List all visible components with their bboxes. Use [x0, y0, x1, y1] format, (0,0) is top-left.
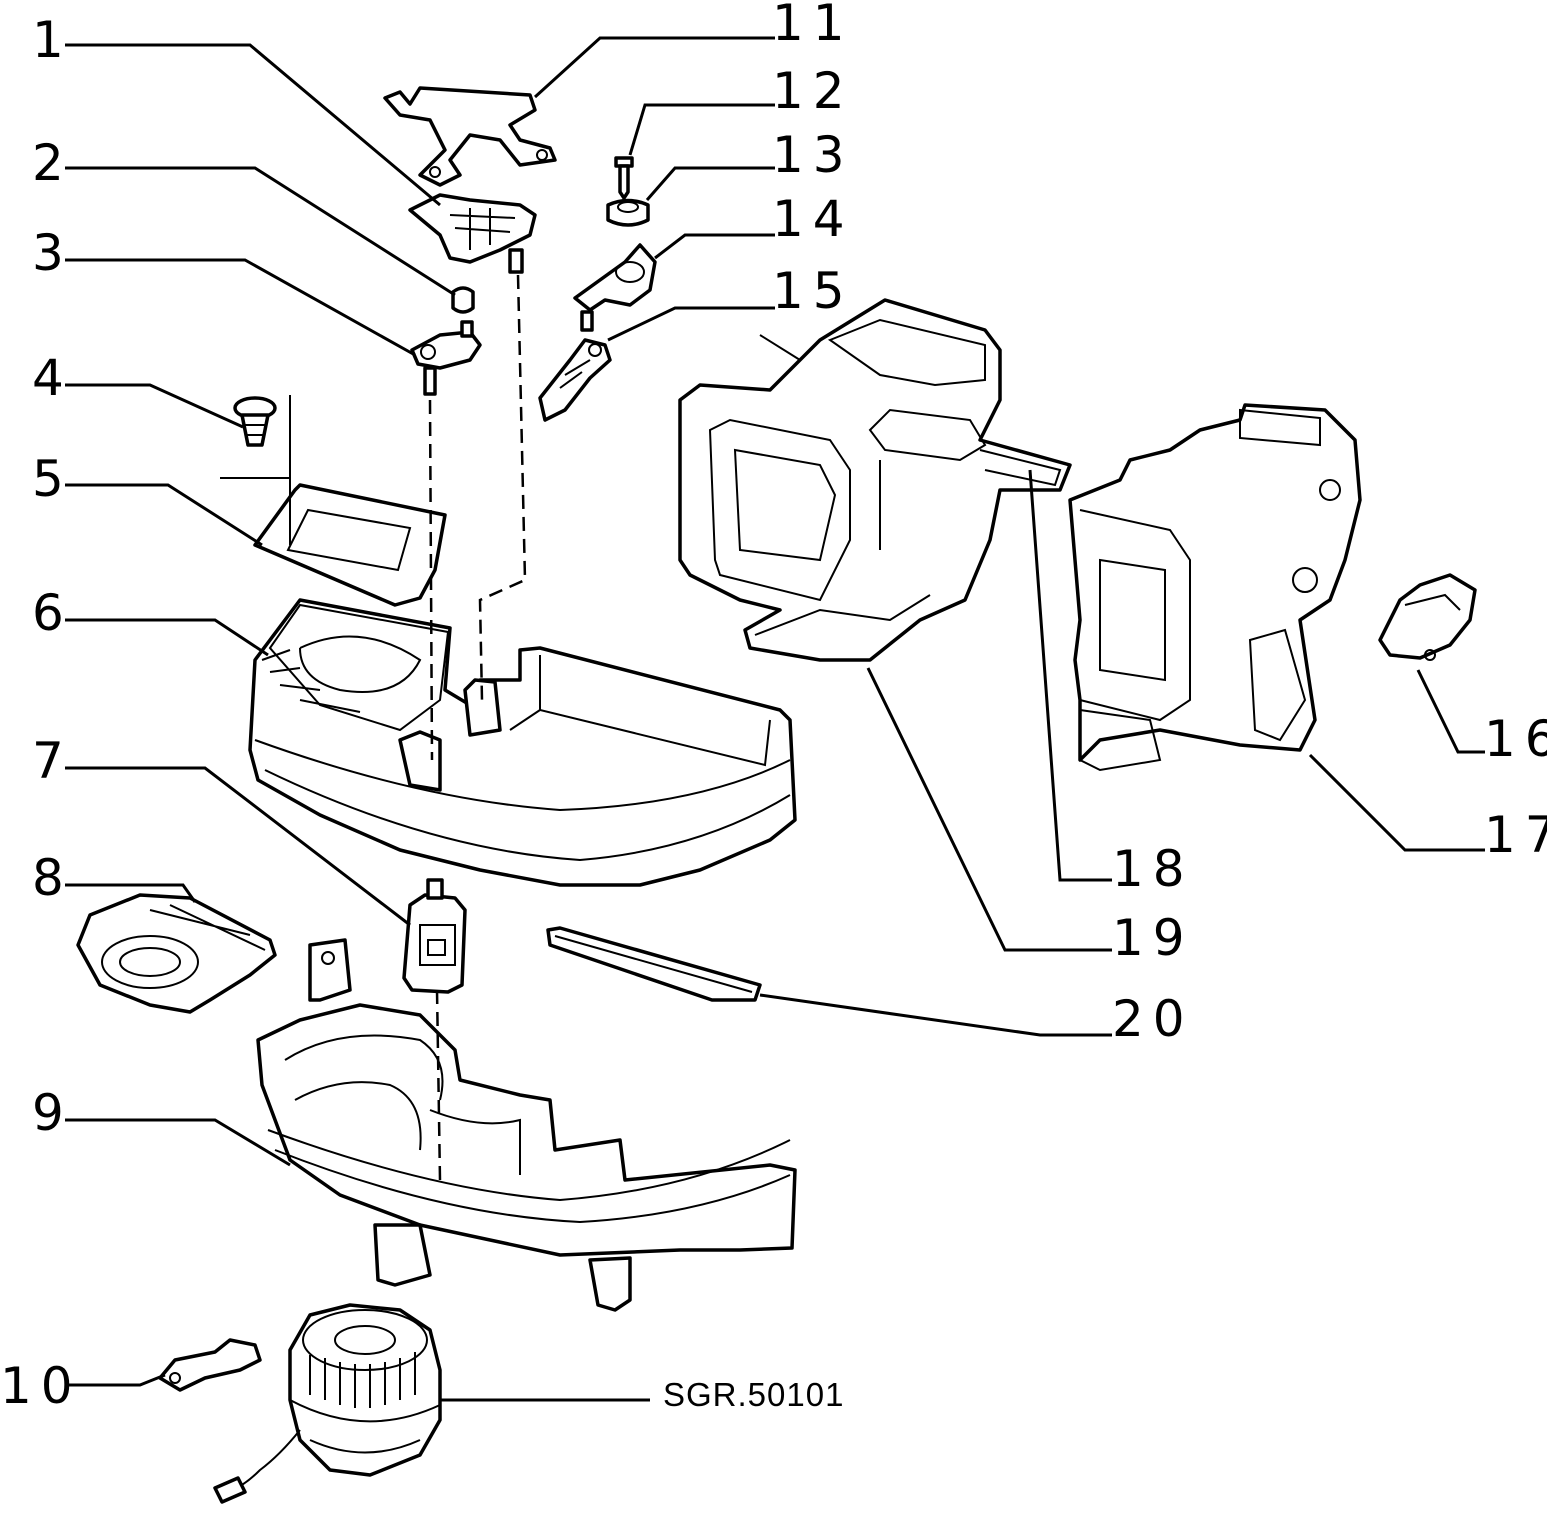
leader-lines — [65, 36, 1485, 1402]
callout-18: 18 — [1112, 840, 1194, 898]
callout-16: 16 — [1484, 710, 1547, 768]
part-12-screw — [614, 156, 634, 200]
callout-10: 10 — [0, 1357, 82, 1415]
callout-13: 13 — [772, 126, 854, 184]
callout-19: 19 — [1112, 909, 1194, 967]
assembly-line-b — [428, 399, 434, 761]
part-9-lower-housing — [256, 938, 797, 1312]
callout-7: 7 — [32, 732, 73, 790]
part-2-bushing — [451, 286, 475, 314]
part-16-actuator-cover — [1378, 573, 1477, 661]
part-17-distribution-box — [1068, 403, 1362, 772]
callout-17: 17 — [1484, 806, 1547, 864]
assembly-line-c — [435, 989, 442, 1181]
part-7-flap — [402, 878, 467, 994]
callout-12: 12 — [772, 62, 854, 120]
assembly-line-a — [478, 274, 527, 701]
callout-9: 9 — [32, 1084, 73, 1142]
callout-5: 5 — [32, 450, 73, 508]
part-15-link-arm — [538, 338, 612, 422]
callout-14: 14 — [772, 190, 854, 248]
part-4-clip — [233, 396, 277, 447]
part-5-gasket — [220, 395, 447, 607]
callout-8: 8 — [32, 849, 73, 907]
part-13-nut — [606, 198, 650, 227]
callout-6: 6 — [32, 584, 73, 642]
callout-15: 15 — [772, 262, 854, 320]
part-14-cam — [573, 243, 657, 332]
callout-2: 2 — [32, 134, 73, 192]
callout-20: 20 — [1112, 990, 1194, 1048]
part-19-heater-box — [678, 298, 1072, 662]
part-3-lever — [410, 320, 482, 396]
callout-1: 1 — [32, 11, 73, 69]
callout-4: 4 — [32, 349, 73, 407]
blower-motor — [213, 1303, 442, 1504]
callout-3: 3 — [32, 224, 73, 282]
part-8-inlet-cover — [76, 893, 277, 1014]
part-10-resistor — [158, 1338, 262, 1392]
part-1-lever — [408, 193, 537, 274]
part-11-bracket — [383, 86, 557, 187]
drawing-code: SGR.50101 — [663, 1376, 844, 1413]
callout-11: 11 — [772, 0, 854, 52]
part-6-upper-housing — [248, 598, 797, 887]
part-20-foam-strip — [546, 926, 762, 1002]
